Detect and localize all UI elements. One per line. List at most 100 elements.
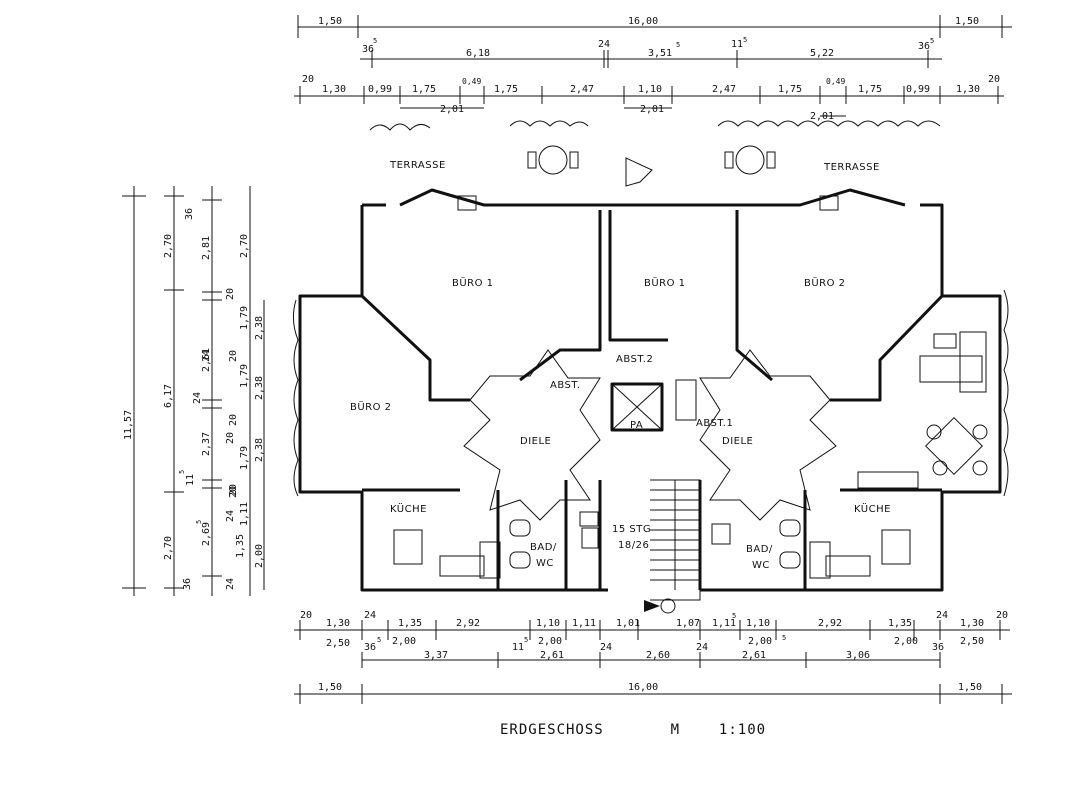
dim-label: 1,35 xyxy=(888,618,912,629)
dim-label: 36 xyxy=(364,642,376,653)
dim-label: 6,18 xyxy=(466,48,490,59)
dim-label: 11 xyxy=(185,474,196,486)
room-label-diele-right: DIELE xyxy=(722,436,753,447)
room-label-stairs-ratio: 18/26 xyxy=(618,540,649,551)
room-label-pa: PA xyxy=(630,420,643,431)
top-dimension-chain-3: 20 1,30 0,99 1,75 0,49 1,75 2,47 1,10 2,… xyxy=(294,74,1004,104)
dim-label: 20 xyxy=(225,432,236,444)
dim-label: 5,22 xyxy=(810,48,834,59)
room-label-buero1-left: BÜRO 1 xyxy=(452,276,494,289)
dim-label: 36 xyxy=(182,578,193,590)
room-label-kueche-right: KÜCHE xyxy=(854,502,891,515)
dim-label: 2,61 xyxy=(742,650,766,661)
dim-label: 5 xyxy=(732,612,736,620)
dim-label: 1,11 xyxy=(239,502,250,526)
bottom-dimension-chain-total: 1,50 16,00 1,50 xyxy=(294,682,1012,704)
terrace-table-right xyxy=(735,145,765,175)
dim-label: 3,06 xyxy=(846,650,870,661)
dim-label: 1,50 xyxy=(318,16,342,27)
room-label-terrasse-right: TERRASSE xyxy=(823,162,880,173)
top-dimension-chain-2: 36 5 6,18 24 3,51 5 11 5 5,22 36 5 xyxy=(360,36,942,68)
dim-label: 1,30 xyxy=(956,84,980,95)
top-dimension-chain-4: 2,01 2,01 2,01 xyxy=(400,104,846,122)
dim-label: 0,49 xyxy=(826,77,845,86)
room-label-buero2-right: BÜRO 2 xyxy=(804,276,846,289)
dim-label: 2,47 xyxy=(712,84,736,95)
dim-label: 1,50 xyxy=(958,682,982,693)
dim-label: 1,07 xyxy=(676,618,700,629)
dim-label: 2,00 xyxy=(748,636,772,647)
north-arrow-icon xyxy=(625,157,653,187)
plan-caption: ERDGESCHOSS M 1:100 xyxy=(500,722,766,738)
caption-scale: 1:100 xyxy=(718,722,767,738)
room-label-abst1: ABST.1 xyxy=(696,418,733,429)
dim-label: 2,00 xyxy=(894,636,918,647)
room-label-wc-right: WC xyxy=(752,560,770,571)
dim-label: 2,50 xyxy=(326,638,350,649)
dim-label: 24 xyxy=(225,510,236,522)
dim-label: 2,60 xyxy=(646,650,670,661)
dim-label: 11 xyxy=(512,642,524,653)
dim-label: 1,10 xyxy=(638,84,662,95)
room-label-bad-left: BAD/ xyxy=(530,542,557,553)
dim-label: 2,92 xyxy=(456,618,480,629)
dim-label: 5 xyxy=(195,520,203,524)
dim-label: 1,79 xyxy=(239,446,250,470)
dim-label: 0,49 xyxy=(462,77,481,86)
dim-label: 16,00 xyxy=(628,16,658,27)
dim-label: 24 xyxy=(598,39,610,50)
dim-label: 5 xyxy=(930,37,934,45)
dim-label: 20 xyxy=(228,414,239,426)
room-labels: TERRASSE TERRASSE BÜRO 1 BÜRO 1 BÜRO 2 B… xyxy=(350,160,891,571)
dim-label: 20 xyxy=(300,610,312,621)
dim-label: 2,81 xyxy=(201,236,212,260)
bottom-dimension-chain-2: 2,50 36 5 2,00 11 5 2,00 2,00 5 2,00 36 … xyxy=(326,634,984,653)
dim-label: 2,38 xyxy=(254,376,265,400)
left-dimension-chain-outer: 11,57 xyxy=(122,186,146,596)
dim-label: 2,01 xyxy=(640,104,664,115)
dim-label: 2,37 xyxy=(201,432,212,456)
dim-label: 20 xyxy=(302,74,314,85)
dim-label: 20 xyxy=(996,610,1008,621)
dim-label: 20 xyxy=(988,74,1000,85)
room-label-bad-right: BAD/ xyxy=(746,544,773,555)
dim-label: 24 xyxy=(364,610,376,621)
dim-label: 6,17 xyxy=(163,384,174,408)
dim-label: 24 xyxy=(696,642,708,653)
dim-label: 24 xyxy=(225,578,236,590)
dim-label: 1,11 xyxy=(572,618,596,629)
dim-label: 1,75 xyxy=(494,84,518,95)
dim-label: 5 xyxy=(377,636,381,644)
dim-label: 1,01 xyxy=(616,618,640,629)
dim-label: 3,37 xyxy=(424,650,448,661)
caption-title: ERDGESCHOSS xyxy=(500,722,604,738)
room-label-buero2-left: BÜRO 2 xyxy=(350,400,392,413)
dim-label: 2,70 xyxy=(163,536,174,560)
building-outline xyxy=(298,157,1002,614)
dim-label: 2,01 xyxy=(440,104,464,115)
dim-label: 24 xyxy=(201,350,212,362)
dim-label: 1,30 xyxy=(960,618,984,629)
dim-label: 2,61 xyxy=(540,650,564,661)
left-dimension-chain-right: 2,70 1,79 20 1,79 20 1,79 20 1,11 20 2,0… xyxy=(228,186,265,596)
dim-label: 1,35 xyxy=(235,534,246,558)
dim-label: 16,00 xyxy=(628,682,658,693)
dim-label: 36 xyxy=(918,41,930,52)
staircase xyxy=(650,479,701,601)
bottom-dimension-chain-3: 3,37 2,61 24 2,60 24 2,61 3,06 xyxy=(361,642,941,668)
dim-label: 3,51 xyxy=(648,48,672,59)
room-label-wc-left: WC xyxy=(536,558,554,569)
dim-label: 0,99 xyxy=(906,84,930,95)
dim-label: 5 xyxy=(373,37,377,45)
dim-label: 2,92 xyxy=(818,618,842,629)
dim-label: 5 xyxy=(178,470,186,474)
dim-label: 5 xyxy=(524,636,528,644)
dim-label: 24 xyxy=(600,642,612,653)
dim-label: 11,57 xyxy=(123,410,134,440)
dim-label: 36 xyxy=(362,44,374,55)
dim-label: 1,10 xyxy=(536,618,560,629)
terrace-table-left xyxy=(538,145,568,175)
furniture xyxy=(292,120,1009,579)
